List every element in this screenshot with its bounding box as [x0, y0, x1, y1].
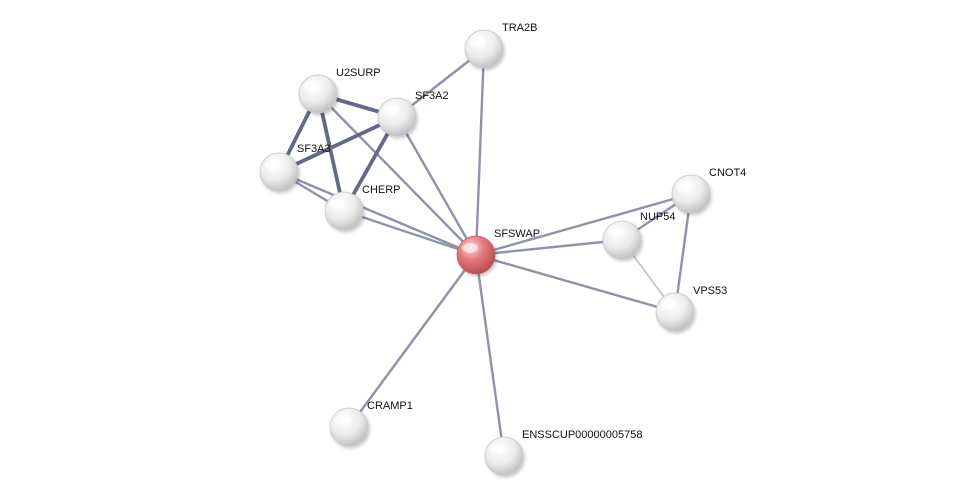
node-label-enscup: ENSSCUP00000005758 [522, 429, 642, 441]
edge-sfswap-sf3a2[interactable] [395, 115, 478, 257]
enscup-node-highlight [490, 444, 506, 454]
node-sf3a2[interactable] [377, 97, 417, 137]
cnot4-node-highlight [677, 182, 693, 192]
edge-sfswap-vps53[interactable] [474, 253, 677, 314]
node-vps53[interactable] [655, 292, 695, 332]
edge-sfswap-sf3a3[interactable] [277, 170, 478, 257]
edge-sfswap-nup54[interactable] [474, 238, 624, 257]
node-label-sf3a3: SF3A3 [297, 143, 331, 155]
sfswap-node-highlight [462, 243, 478, 253]
edge-cnot4-vps53[interactable] [673, 192, 693, 314]
tra2b-node-circle[interactable] [464, 29, 504, 69]
node-tra2b[interactable] [464, 29, 504, 69]
enscup-node-circle[interactable] [484, 436, 524, 476]
edge-sfswap-cnot4[interactable] [474, 192, 693, 257]
edge-sfswap-cramp1[interactable] [347, 253, 478, 429]
node-label-cherp: CHERP [362, 184, 401, 196]
u2surp-node-circle[interactable] [298, 74, 338, 114]
node-enscup[interactable] [484, 436, 524, 476]
node-label-cramp1: CRAMP1 [367, 400, 413, 412]
node-label-nup54: NUP54 [640, 211, 675, 223]
node-cherp[interactable] [324, 191, 364, 231]
u2surp-node-highlight [304, 82, 320, 92]
node-label-sfswap: SFSWAP [494, 228, 540, 240]
edge-sfswap-cherp[interactable] [342, 209, 478, 257]
cherp-node-highlight [330, 199, 346, 209]
sf3a2-node-circle[interactable] [377, 97, 417, 137]
vps53-node-highlight [661, 300, 677, 310]
node-label-cnot4: CNOT4 [709, 167, 746, 179]
edge-u2surp-cherp[interactable] [316, 92, 346, 213]
edge-sfswap-u2surp[interactable] [316, 92, 478, 257]
node-cramp1[interactable] [329, 407, 369, 447]
sf3a2-node-highlight [383, 105, 399, 115]
node-sfswap[interactable] [456, 235, 496, 275]
node-sf3a3[interactable] [259, 152, 299, 192]
sfswap-node-circle[interactable] [456, 235, 496, 275]
cherp-node-circle[interactable] [324, 191, 364, 231]
node-label-u2surp: U2SURP [336, 67, 381, 79]
nup54-node-highlight [608, 228, 624, 238]
cramp1-node-circle[interactable] [329, 407, 369, 447]
edge-sfswap-enscup[interactable] [474, 253, 506, 458]
cnot4-node-circle[interactable] [671, 174, 711, 214]
nodes-layer [259, 29, 711, 476]
node-cnot4[interactable] [671, 174, 711, 214]
node-nup54[interactable] [602, 220, 642, 260]
cramp1-node-highlight [335, 415, 351, 425]
node-u2surp[interactable] [298, 74, 338, 114]
edge-sf3a2-sf3a3[interactable] [277, 115, 399, 174]
vps53-node-circle[interactable] [655, 292, 695, 332]
node-label-tra2b: TRA2B [502, 22, 537, 34]
nup54-node-circle[interactable] [602, 220, 642, 260]
sf3a3-node-highlight [265, 160, 281, 170]
node-label-sf3a2: SF3A2 [415, 90, 449, 102]
tra2b-node-highlight [470, 37, 486, 47]
node-label-vps53: VPS53 [693, 285, 727, 297]
edge-sfswap-tra2b[interactable] [474, 47, 486, 257]
sf3a3-node-circle[interactable] [259, 152, 299, 192]
